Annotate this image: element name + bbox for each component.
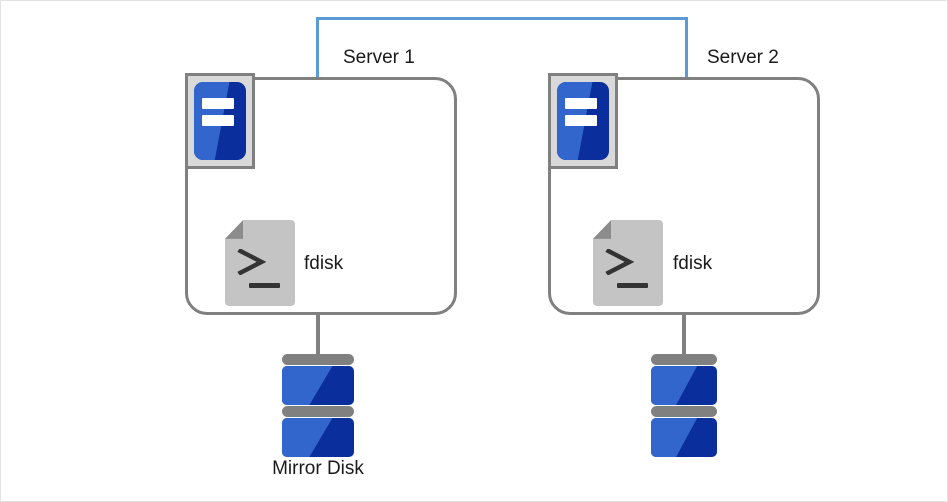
fdisk-script-icon <box>593 220 663 306</box>
disk-plate-middle <box>282 406 354 417</box>
disk-plate-middle <box>651 406 717 417</box>
server-icon-slot-top <box>202 97 234 109</box>
disk-plate-top <box>282 354 354 365</box>
server-2-label: Server 2 <box>707 47 779 68</box>
disk-block-lower <box>282 418 354 457</box>
server-icon <box>548 73 618 169</box>
server-2-disk-stack <box>651 354 717 457</box>
mirror-disk-label: Mirror Disk <box>272 458 364 479</box>
server-icon <box>185 73 255 169</box>
server-2-disk-cable <box>682 314 686 360</box>
prompt-chevron-icon <box>237 249 267 276</box>
disk-plate-top <box>651 354 717 365</box>
server-1-disk-cable <box>316 314 320 360</box>
prompt-chevron-icon <box>605 249 635 276</box>
prompt-cursor-icon <box>616 282 648 288</box>
interconnect-top-segment <box>316 17 688 20</box>
fdisk-label-server-2: fdisk <box>673 253 713 274</box>
server-icon-body <box>194 82 246 160</box>
server-1-label: Server 1 <box>343 47 415 68</box>
server-1-disk-stack <box>282 354 354 457</box>
fdisk-label-server-1: fdisk <box>304 253 344 274</box>
document-fold-corner <box>593 220 612 239</box>
server-icon-slot-bottom <box>565 114 597 126</box>
disk-block-lower <box>651 418 717 457</box>
document-fold-corner <box>225 220 244 239</box>
server-icon-slot-bottom <box>202 114 234 126</box>
server-icon-slot-top <box>565 97 597 109</box>
interconnect-right-segment <box>685 17 688 77</box>
disk-block-upper <box>282 366 354 405</box>
fdisk-script-icon <box>225 220 295 306</box>
server-icon-body <box>557 82 609 160</box>
disk-block-upper <box>651 366 717 405</box>
interconnect-left-segment <box>316 17 319 77</box>
prompt-cursor-icon <box>248 282 280 288</box>
